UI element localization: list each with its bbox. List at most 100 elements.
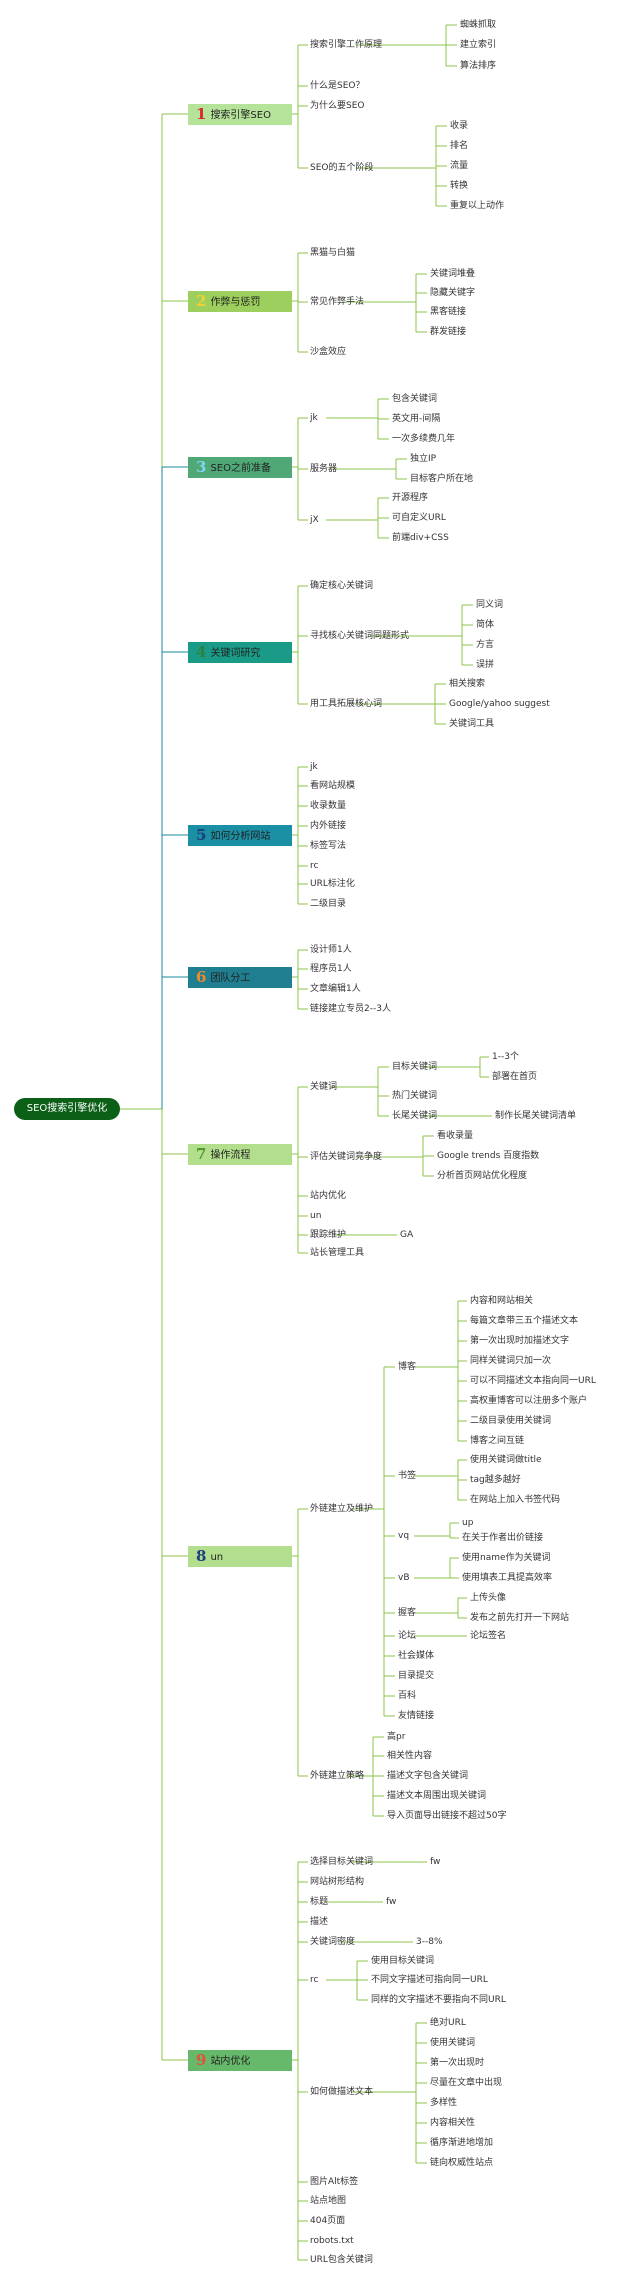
node-l2[interactable]: 循序渐进地增加 bbox=[430, 2138, 494, 2148]
node-l2[interactable]: Google/yahoo suggest bbox=[449, 699, 550, 709]
node-l2[interactable]: 简体 bbox=[476, 620, 495, 630]
node-l2[interactable]: 不同文字描述可指向同一URL bbox=[371, 1975, 488, 1985]
node-l2[interactable]: 书签 bbox=[398, 1471, 417, 1481]
node-l2[interactable]: 相关搜索 bbox=[449, 679, 486, 689]
node-l2[interactable]: 关键词堆叠 bbox=[430, 269, 476, 279]
node-l2[interactable]: 群发链接 bbox=[430, 327, 467, 337]
node-l2[interactable]: 握客 bbox=[398, 1608, 417, 1618]
node-l3[interactable]: 上传头像 bbox=[470, 1593, 507, 1603]
node-l2[interactable]: 流量 bbox=[450, 161, 469, 171]
node-l1[interactable]: 寻找核心关键词同题形式 bbox=[310, 631, 410, 641]
node-l1[interactable]: rc bbox=[310, 1975, 319, 1985]
node-l2[interactable]: 论坛 bbox=[398, 1631, 417, 1641]
node-l1[interactable]: 404页面 bbox=[310, 2216, 346, 2226]
node-l2[interactable]: 友情链接 bbox=[398, 1711, 435, 1721]
node-l1[interactable]: 标签写法 bbox=[310, 841, 347, 851]
node-l1[interactable]: 确定核心关键词 bbox=[310, 581, 374, 591]
node-l2[interactable]: 方言 bbox=[476, 640, 495, 650]
node-l2[interactable]: 英文用-间隔 bbox=[392, 414, 441, 424]
node-l2[interactable]: 重复以上动作 bbox=[450, 201, 505, 211]
node-l3[interactable]: 发布之前先打开一下网站 bbox=[470, 1613, 570, 1623]
node-l2[interactable]: 同样的文字描述不要指向不同URL bbox=[371, 1995, 506, 2005]
node-l1[interactable]: jX bbox=[310, 515, 319, 525]
node-l2[interactable]: 多样性 bbox=[430, 2098, 458, 2108]
node-l1[interactable]: 服务器 bbox=[310, 464, 338, 474]
node-l3[interactable]: 第一次出现时加描述文字 bbox=[470, 1336, 570, 1346]
node-l3[interactable]: tag越多越好 bbox=[470, 1475, 521, 1485]
node-l1[interactable]: URL标注化 bbox=[310, 879, 355, 889]
node-l2[interactable]: vB bbox=[398, 1573, 410, 1583]
node-l1[interactable]: 用工具拓展核心词 bbox=[310, 699, 383, 709]
node-l3[interactable]: 在网站上加入书签代码 bbox=[470, 1495, 561, 1505]
node-l2[interactable]: 目标客户所在地 bbox=[410, 474, 474, 484]
node-l2[interactable]: 百科 bbox=[398, 1691, 417, 1701]
node-l1[interactable]: 沙盒效应 bbox=[310, 347, 347, 357]
node-l1[interactable]: 设计师1人 bbox=[310, 945, 352, 955]
node-l2[interactable]: 目标关键词 bbox=[392, 1062, 438, 1072]
node-l3[interactable]: 同样关键词只加一次 bbox=[470, 1356, 552, 1366]
node-l3[interactable]: 内容和网站相关 bbox=[470, 1296, 534, 1306]
node-l2[interactable]: 可自定义URL bbox=[392, 513, 446, 523]
node-l1[interactable]: 二级目录 bbox=[310, 899, 347, 909]
node-l1[interactable]: 收录数量 bbox=[310, 801, 347, 811]
node-l1[interactable]: 外链建立及维护 bbox=[310, 1504, 374, 1514]
node-l2[interactable]: fw bbox=[430, 1857, 441, 1867]
node-l1[interactable]: 看网站规模 bbox=[310, 781, 356, 791]
node-l3[interactable]: 高权重博客可以注册多个账户 bbox=[470, 1396, 588, 1406]
node-l2[interactable]: 一次多续费几年 bbox=[392, 434, 456, 444]
node-l1[interactable]: 站长管理工具 bbox=[310, 1248, 365, 1258]
node-l2[interactable]: 导入页面导出链接不超过50字 bbox=[387, 1811, 507, 1821]
node-l1[interactable]: 网站树形结构 bbox=[310, 1877, 365, 1887]
node-l1[interactable]: 描述 bbox=[310, 1917, 329, 1927]
node-l1[interactable]: 评估关键词竞争度 bbox=[310, 1152, 383, 1162]
node-l2[interactable]: 分析首页网站优化程度 bbox=[437, 1171, 528, 1181]
node-l2[interactable]: 前端div+CSS bbox=[392, 533, 449, 543]
node-l1[interactable]: rc bbox=[310, 861, 319, 871]
node-l2[interactable]: Google trends 百度指数 bbox=[437, 1151, 540, 1161]
node-l2[interactable]: 博客 bbox=[398, 1362, 417, 1372]
node-l1[interactable]: 外链建立策略 bbox=[310, 1771, 365, 1781]
node-l2[interactable]: 包含关键词 bbox=[392, 394, 438, 404]
node-l1[interactable]: 程序员1人 bbox=[310, 964, 352, 974]
node-l1[interactable]: 跟踪维护 bbox=[310, 1230, 347, 1240]
node-l2[interactable]: 看收录量 bbox=[437, 1131, 474, 1141]
node-l2[interactable]: 目录提交 bbox=[398, 1671, 435, 1681]
node-l1[interactable]: 站点地图 bbox=[310, 2196, 347, 2206]
node-l1[interactable]: jk bbox=[310, 413, 318, 423]
node-l1[interactable]: 内外链接 bbox=[310, 821, 347, 831]
node-l2[interactable]: 算法排序 bbox=[460, 61, 497, 71]
node-l3[interactable]: 在关于作者出价链接 bbox=[462, 1533, 544, 1543]
node-l2[interactable]: 使用目标关键词 bbox=[371, 1956, 435, 1966]
node-l2[interactable]: 相关性内容 bbox=[387, 1751, 433, 1761]
node-l1[interactable]: 关键词 bbox=[310, 1082, 338, 1092]
node-l3[interactable]: 使用name作为关键词 bbox=[462, 1553, 551, 1563]
node-l2[interactable]: vq bbox=[398, 1531, 410, 1541]
node-l2[interactable]: 误拼 bbox=[476, 660, 495, 670]
node-l3[interactable]: 论坛签名 bbox=[470, 1631, 507, 1641]
node-l2[interactable]: 转换 bbox=[450, 181, 469, 191]
node-l2[interactable]: 蜘蛛抓取 bbox=[460, 20, 497, 30]
node-l2[interactable]: 同义词 bbox=[476, 600, 504, 610]
node-l3[interactable]: 部署在首页 bbox=[492, 1072, 538, 1082]
node-l2[interactable]: 开源程序 bbox=[392, 493, 429, 503]
node-l1[interactable]: 站内优化 bbox=[310, 1191, 347, 1201]
node-l1[interactable]: 常见作弊手法 bbox=[310, 297, 365, 307]
node-l2[interactable]: 黑客链接 bbox=[430, 307, 467, 317]
node-l1[interactable]: 为什么要SEO bbox=[310, 101, 365, 111]
node-l2[interactable]: GA bbox=[400, 1230, 414, 1240]
node-l1[interactable]: 标题 bbox=[310, 1897, 329, 1907]
node-l2[interactable]: 描述文字包含关键词 bbox=[387, 1771, 469, 1781]
node-l3[interactable]: 二级目录使用关键词 bbox=[470, 1416, 552, 1426]
node-l1[interactable]: 图片Alt标签 bbox=[310, 2177, 359, 2187]
node-l1[interactable]: SEO的五个阶段 bbox=[310, 163, 374, 173]
node-l2[interactable]: 链向权威性站点 bbox=[430, 2158, 494, 2168]
node-l2[interactable]: 内容相关性 bbox=[430, 2118, 476, 2128]
node-l3[interactable]: 每篇文章带三五个描述文本 bbox=[470, 1316, 579, 1326]
